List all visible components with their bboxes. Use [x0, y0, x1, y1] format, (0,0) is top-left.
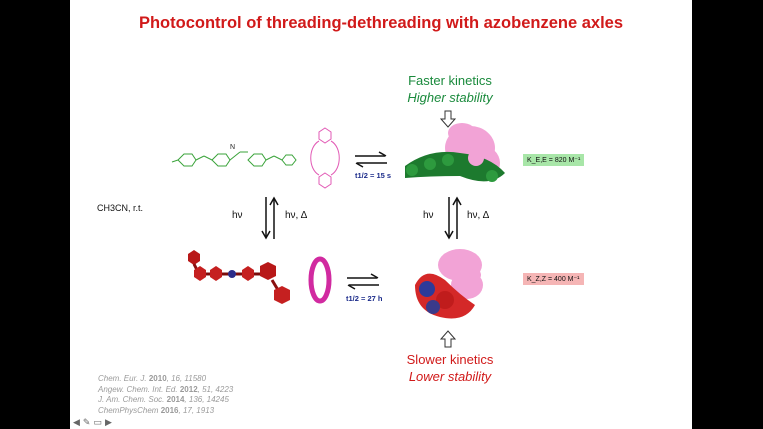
up-hollow-arrow-icon: [440, 330, 456, 348]
pseudorotaxane-zz-model: [415, 249, 483, 319]
forward-arrow-icon[interactable]: ▶: [104, 416, 112, 427]
slides-icon[interactable]: ▭: [93, 416, 102, 427]
pseudorotaxane-ee-model: [405, 123, 505, 182]
half-life-top: t1/2 = 15 s: [355, 171, 392, 180]
hv-delta-right-label: hν, Δ: [467, 210, 490, 221]
half-life-bottom: t1/2 = 27 h: [346, 294, 383, 303]
svg-text:N: N: [230, 144, 235, 151]
equilibrium-arrows-top: [355, 151, 387, 168]
hv-delta-left-label: hν, Δ: [285, 210, 308, 221]
faster-kinetics-label: Faster kinetics: [408, 73, 492, 88]
association-constant-top: K_E,E = 820 M⁻¹: [523, 154, 585, 166]
slide: Photocontrol of threading-dethreading wi…: [70, 0, 692, 429]
lower-stability-label: Lower stability: [408, 369, 492, 384]
photo-switch-arrows-left: [261, 196, 279, 240]
equilibrium-arrows-bottom: [347, 273, 379, 290]
slideshow-controls: ◀ ✎ ▭ ▶: [70, 415, 133, 429]
crown-ether-structure: [310, 127, 340, 189]
z-azobenzene-axle-model: [188, 250, 290, 304]
hv-left-label: hν: [232, 210, 243, 221]
reference-item: J. Am. Chem. Soc. 2014, 136, 14245: [98, 395, 229, 404]
crown-ether-ring-model: [308, 256, 332, 304]
association-constant-bottom: K_Z,Z = 400 M⁻¹: [523, 273, 584, 285]
references-list: Chem. Eur. J. 2010, 16, 11580 Angew. Che…: [98, 374, 233, 416]
slide-title: Photocontrol of threading-dethreading wi…: [138, 14, 624, 32]
higher-stability-label: Higher stability: [407, 90, 493, 105]
solvent-conditions: CH3CN, r.t.: [97, 203, 144, 213]
back-arrow-icon[interactable]: ◀: [73, 416, 80, 427]
reference-item: Chem. Eur. J. 2010, 16, 11580: [98, 374, 207, 383]
photo-switch-arrows-right: [444, 196, 462, 240]
azobenzene-axle-structure: N: [171, 144, 297, 167]
pen-icon[interactable]: ✎: [82, 416, 91, 427]
hv-right-label: hν: [423, 210, 434, 221]
down-hollow-arrow-icon: [440, 110, 456, 128]
reference-item: Angew. Chem. Int. Ed. 2012, 51, 4223: [98, 384, 234, 394]
slower-kinetics-label: Slower kinetics: [406, 352, 494, 367]
reference-item: ChemPhysChem 2016, 17, 1913: [98, 405, 215, 415]
